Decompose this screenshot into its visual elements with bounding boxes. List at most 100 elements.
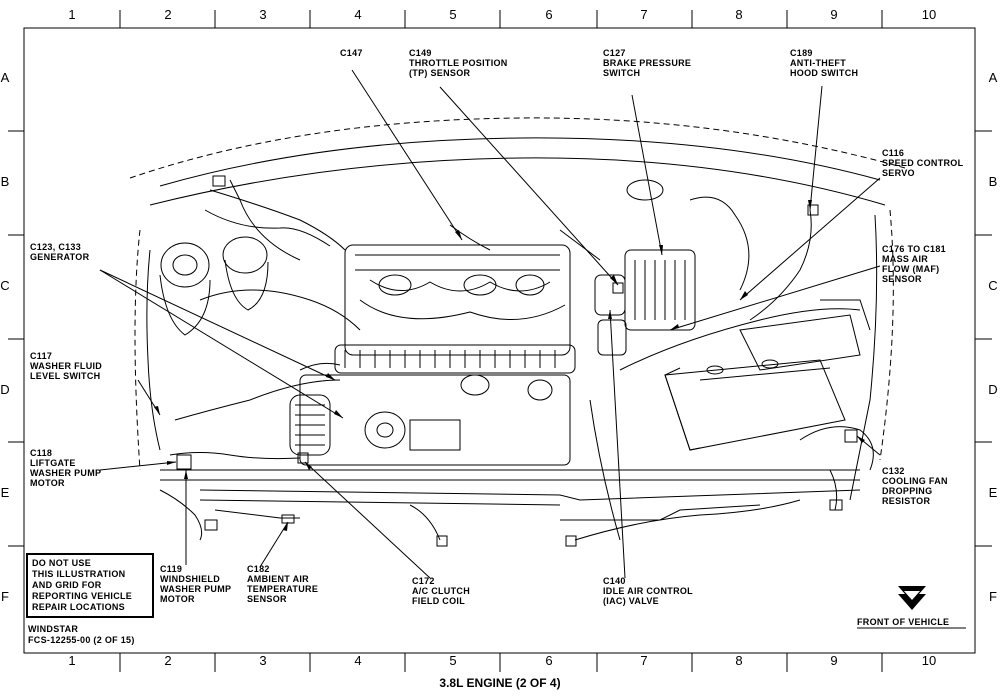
callout-c189: C189 ANTI-THEFT HOOD SWITCH	[790, 48, 858, 78]
col-label: 8	[735, 7, 742, 22]
row-labels-left: A B C D E F	[0, 70, 9, 604]
callout-line: MOTOR	[160, 594, 195, 604]
row-label: A	[989, 70, 998, 85]
notice-box: DO NOT USE THIS ILLUSTRATION AND GRID FO…	[26, 553, 154, 618]
callout-c140: C140 IDLE AIR CONTROL (IAC) VALVE	[603, 576, 693, 606]
callout-line: SPEED CONTROL	[882, 158, 964, 168]
row-label: A	[1, 70, 10, 85]
col-label: 3	[259, 7, 266, 22]
row-label: D	[0, 382, 9, 397]
callout-line: MOTOR	[30, 478, 65, 488]
row-label: D	[988, 382, 997, 397]
grid-ticks	[8, 10, 992, 672]
notice-line: AND GRID FOR	[32, 580, 102, 590]
col-label: 2	[164, 653, 171, 668]
row-label: F	[989, 589, 997, 604]
callout-c118: C118 LIFTGATE WASHER PUMP MOTOR	[30, 448, 101, 488]
callout-line: SERVO	[882, 168, 915, 178]
row-labels-right: A B C D E F	[988, 70, 997, 604]
callout-line: C189	[790, 48, 813, 58]
diagram-frame	[23, 27, 976, 654]
column-labels-top: 1 2 3 4 5 6 7 8 9 10	[68, 7, 936, 22]
callout-line: LIFTGATE	[30, 458, 76, 468]
callout-c127: C127 BRAKE PRESSURE SWITCH	[603, 48, 691, 78]
callout-line: GENERATOR	[30, 252, 90, 262]
callout-c147: C147	[340, 48, 363, 58]
col-label: 8	[735, 653, 742, 668]
callout-line: C149	[409, 48, 432, 58]
callout-line: C147	[340, 48, 363, 58]
col-label: 10	[922, 7, 936, 22]
col-label: 10	[922, 653, 936, 668]
page-title: 3.8L ENGINE (2 OF 4)	[439, 676, 560, 690]
col-label: 5	[449, 7, 456, 22]
callout-line: RESISTOR	[882, 496, 930, 506]
notice-line: REPORTING VEHICLE	[32, 591, 132, 601]
callout-line: A/C CLUTCH	[412, 586, 470, 596]
col-label: 6	[545, 653, 552, 668]
notice-line: DO NOT USE	[32, 558, 91, 568]
callout-line: WASHER PUMP	[160, 584, 231, 594]
callout-line: ANTI-THEFT	[790, 58, 846, 68]
leader-arrowheads	[154, 200, 865, 531]
front-of-vehicle-label: FRONT OF VEHICLE	[857, 617, 949, 627]
callout-line: COOLING FAN	[882, 476, 948, 486]
col-label: 4	[354, 653, 361, 668]
callout-line: C182	[247, 564, 270, 574]
callout-line: C119	[160, 564, 182, 574]
col-label: 1	[68, 7, 75, 22]
callout-line: C172	[412, 576, 435, 586]
callout-line: HOOD SWITCH	[790, 68, 858, 78]
callout-line: FIELD COIL	[412, 596, 465, 606]
callout-line: C140	[603, 576, 626, 586]
callout-line: TEMPERATURE	[247, 584, 318, 594]
callout-line: C123, C133	[30, 242, 81, 252]
callout-line: (TP) SENSOR	[409, 68, 471, 78]
callout-line: WASHER FLUID	[30, 361, 102, 371]
callout-c149: C149 THROTTLE POSITION (TP) SENSOR	[409, 48, 507, 78]
row-label: E	[1, 485, 10, 500]
col-label: 4	[354, 7, 361, 22]
leader-lines	[99, 69, 881, 579]
callout-line: C118	[30, 448, 52, 458]
col-label: 5	[449, 653, 456, 668]
notice-line: THIS ILLUSTRATION	[32, 569, 125, 579]
callout-line: C132	[882, 466, 905, 476]
row-label: F	[1, 589, 9, 604]
col-label: 7	[640, 653, 647, 668]
callout-line: SENSOR	[882, 274, 922, 284]
col-label: 2	[164, 7, 171, 22]
row-label: B	[1, 174, 10, 189]
callout-c123: C123, C133 GENERATOR	[30, 242, 90, 262]
row-label: C	[0, 278, 9, 293]
callout-c132: C132 COOLING FAN DROPPING RESISTOR	[882, 466, 948, 506]
col-label: 3	[259, 653, 266, 668]
callout-line: AMBIENT AIR	[247, 574, 309, 584]
callout-line: MASS AIR	[882, 254, 928, 264]
col-label: 7	[640, 7, 647, 22]
col-label: 1	[68, 653, 75, 668]
callout-line: BRAKE PRESSURE	[603, 58, 691, 68]
notice-line: REPAIR LOCATIONS	[32, 602, 125, 612]
front-arrow-icon	[898, 586, 926, 610]
callout-line: SENSOR	[247, 594, 287, 604]
callout-c176: C176 TO C181 MASS AIR FLOW (MAF) SENSOR	[882, 244, 946, 284]
callout-c116: C116 SPEED CONTROL SERVO	[882, 148, 964, 178]
callout-line: C127	[603, 48, 626, 58]
callout-line: SWITCH	[603, 68, 640, 78]
vehicle-name: WINDSTAR	[28, 624, 78, 634]
callout-line: FLOW (MAF)	[882, 264, 939, 274]
callout-line: WASHER PUMP	[30, 468, 101, 478]
callout-line: DROPPING	[882, 486, 932, 496]
col-label: 9	[830, 7, 837, 22]
row-label: C	[988, 278, 997, 293]
col-label: 6	[545, 7, 552, 22]
callout-c117: C117 WASHER FLUID LEVEL SWITCH	[30, 351, 102, 381]
callout-line: IDLE AIR CONTROL	[603, 586, 693, 596]
callout-c172: C172 A/C CLUTCH FIELD COIL	[412, 576, 470, 606]
callout-line: LEVEL SWITCH	[30, 371, 100, 381]
engine-illustration	[129, 117, 906, 547]
callout-c119: C119 WINDSHIELD WASHER PUMP MOTOR	[160, 564, 231, 604]
callout-line: C117	[30, 351, 52, 361]
